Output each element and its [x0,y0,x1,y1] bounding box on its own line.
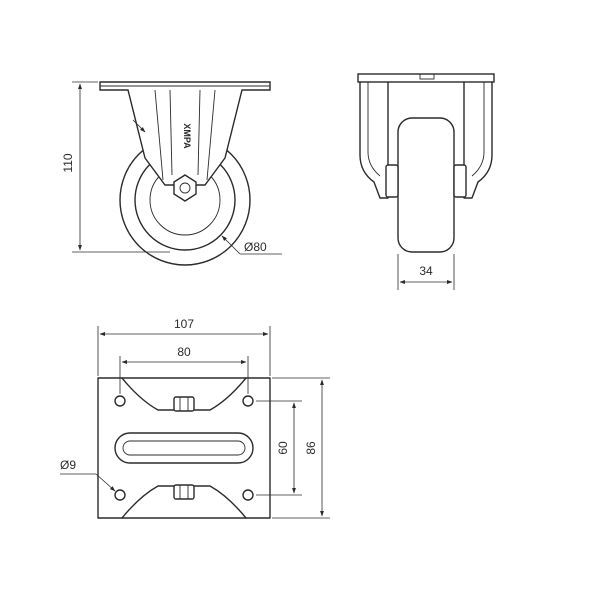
front-top-plate [357,73,495,83]
front-wheel [397,117,455,253]
mounting-hole-bl [114,489,126,501]
upper-axle-nut [173,396,195,412]
mounting-plate [97,377,271,519]
front-fork-left [359,81,389,199]
lower-axle-nut [173,484,195,500]
hole-spacing-y-label: 60 [276,441,290,455]
side-view: XMPA 110 Ø80 [61,81,282,266]
brand-logo: XMPA [182,123,192,149]
height-dimension-label: 110 [61,153,75,172]
plate-view: 107 80 60 86 Ø9 [60,317,330,519]
center-slot-inner [122,440,246,456]
mounting-hole-br [242,489,254,501]
center-slot-outer [114,432,254,464]
side-axle-nut [173,174,197,202]
front-fork-right [463,81,493,199]
hole-spacing-x-label: 80 [177,345,191,359]
plate-length-label: 86 [304,441,318,455]
mounting-hole-tr [242,395,254,407]
wheel-width-label: 34 [419,264,433,278]
wheel-diameter-label: Ø80 [244,240,267,254]
side-fork [99,81,271,186]
hole-diameter-label: Ø9 [60,458,76,472]
front-view: 34 [357,73,495,290]
plate-width-label: 107 [174,317,194,331]
mounting-hole-tl [114,395,126,407]
